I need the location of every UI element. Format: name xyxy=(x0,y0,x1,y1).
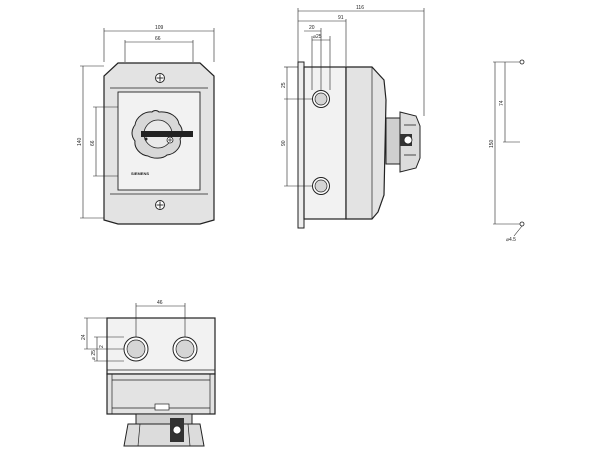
side-view: 116 91 20 ⌀25 25 90 xyxy=(281,5,425,229)
front-height-dim: 140 xyxy=(77,137,83,146)
side-mounting-plate xyxy=(297,61,305,229)
front-inner-height-dim: 66 xyxy=(90,140,96,146)
side-depth-dim: 116 xyxy=(356,5,364,11)
bottom-hole-dim-a: ⌀ 25 xyxy=(91,350,97,360)
mount-hole-dim: ⌀4.5 xyxy=(506,237,516,243)
brand-label: SIEMENS xyxy=(131,171,149,176)
rotary-knob-icon xyxy=(131,110,193,159)
bottom-screw-icon xyxy=(155,200,165,210)
bottom-hole-left-icon xyxy=(123,336,149,362)
mount-dim-1: 74 xyxy=(499,100,505,106)
top-screw-icon xyxy=(155,73,165,83)
side-vert1-dim: 25 xyxy=(281,82,287,88)
bottom-hole-dim-b: 2 xyxy=(99,345,105,348)
side-hole-top-icon xyxy=(312,90,330,108)
side-vert2-dim: 90 xyxy=(281,140,287,146)
mount-hole-bottom-icon xyxy=(519,221,525,227)
mounting-pattern: 74 150 ⌀4.5 xyxy=(489,59,525,243)
side-offset-dim: 20 xyxy=(309,25,315,31)
bottom-body xyxy=(106,317,216,375)
bottom-hole-right-icon xyxy=(172,336,198,362)
mount-hole-top-icon xyxy=(519,59,525,65)
side-knob-icon xyxy=(385,111,421,173)
side-hole-dim: ⌀25 xyxy=(313,34,322,40)
bottom-knob-icon xyxy=(123,413,205,447)
side-body-dim: 91 xyxy=(338,15,344,21)
front-inner-width-dim: 66 xyxy=(155,36,161,42)
side-body xyxy=(303,66,347,220)
bottom-offset-dim: 24 xyxy=(81,334,87,340)
bottom-view: 46 24 ⌀ 25 2 xyxy=(81,300,216,447)
front-view: SIEMENS 109 66 140 66 xyxy=(77,25,215,225)
front-width-dim: 109 xyxy=(155,25,164,31)
side-hole-bottom-icon xyxy=(312,177,330,195)
bottom-spacing-dim: 46 xyxy=(157,300,163,306)
side-cover xyxy=(345,66,387,220)
mount-dim-2: 150 xyxy=(489,139,495,148)
